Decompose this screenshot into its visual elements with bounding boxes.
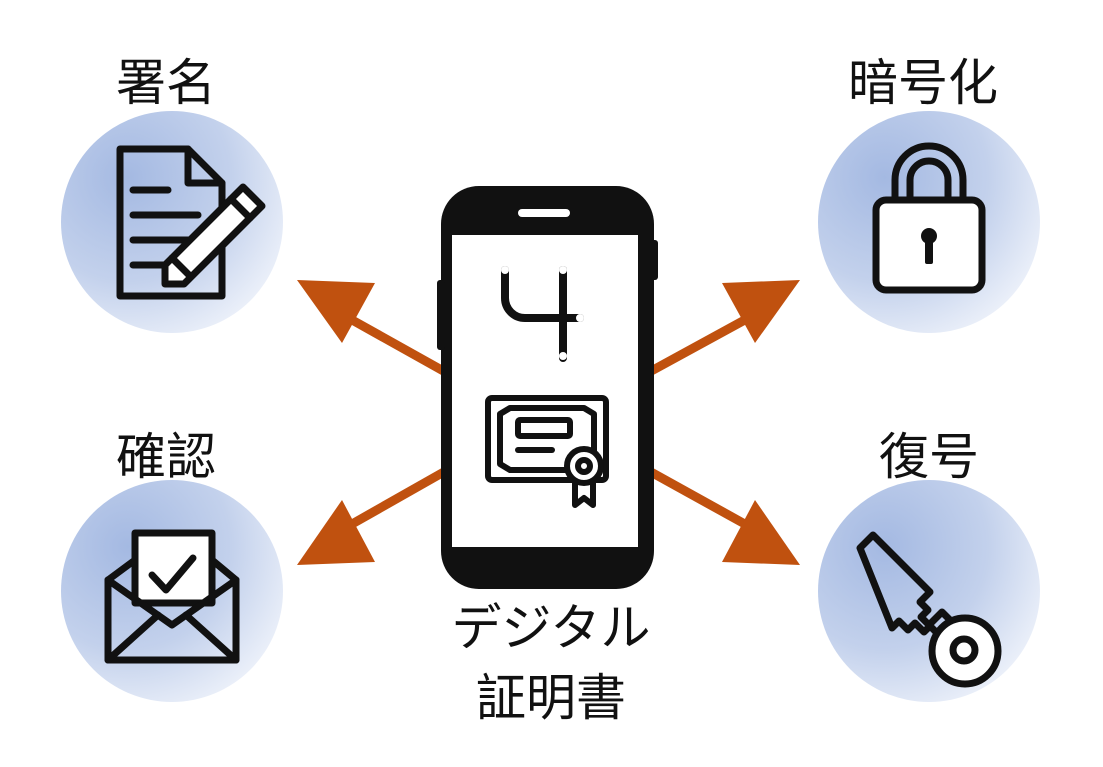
sign-circle bbox=[61, 111, 283, 333]
verify-label: 確認 bbox=[116, 428, 216, 486]
encrypt-circle bbox=[818, 111, 1040, 333]
key-icon bbox=[856, 531, 1002, 688]
sign-label: 署名 bbox=[116, 54, 216, 112]
center-label-line2: 証明書 bbox=[476, 669, 626, 727]
logo-icon bbox=[501, 266, 584, 362]
decrypt-circle bbox=[818, 480, 1040, 702]
center-label-line1: デジタル bbox=[451, 599, 651, 657]
phone-screen bbox=[452, 235, 638, 547]
encrypt-label: 暗号化 bbox=[848, 54, 998, 112]
document-pen-icon bbox=[116, 145, 266, 300]
padlock-icon bbox=[872, 142, 986, 294]
decrypt-label: 復号 bbox=[879, 428, 979, 486]
phone-speaker bbox=[518, 209, 570, 217]
smartphone bbox=[437, 186, 658, 589]
envelope-check-icon bbox=[104, 529, 240, 664]
verify-circle bbox=[61, 480, 283, 702]
certificate-icon bbox=[485, 395, 609, 508]
